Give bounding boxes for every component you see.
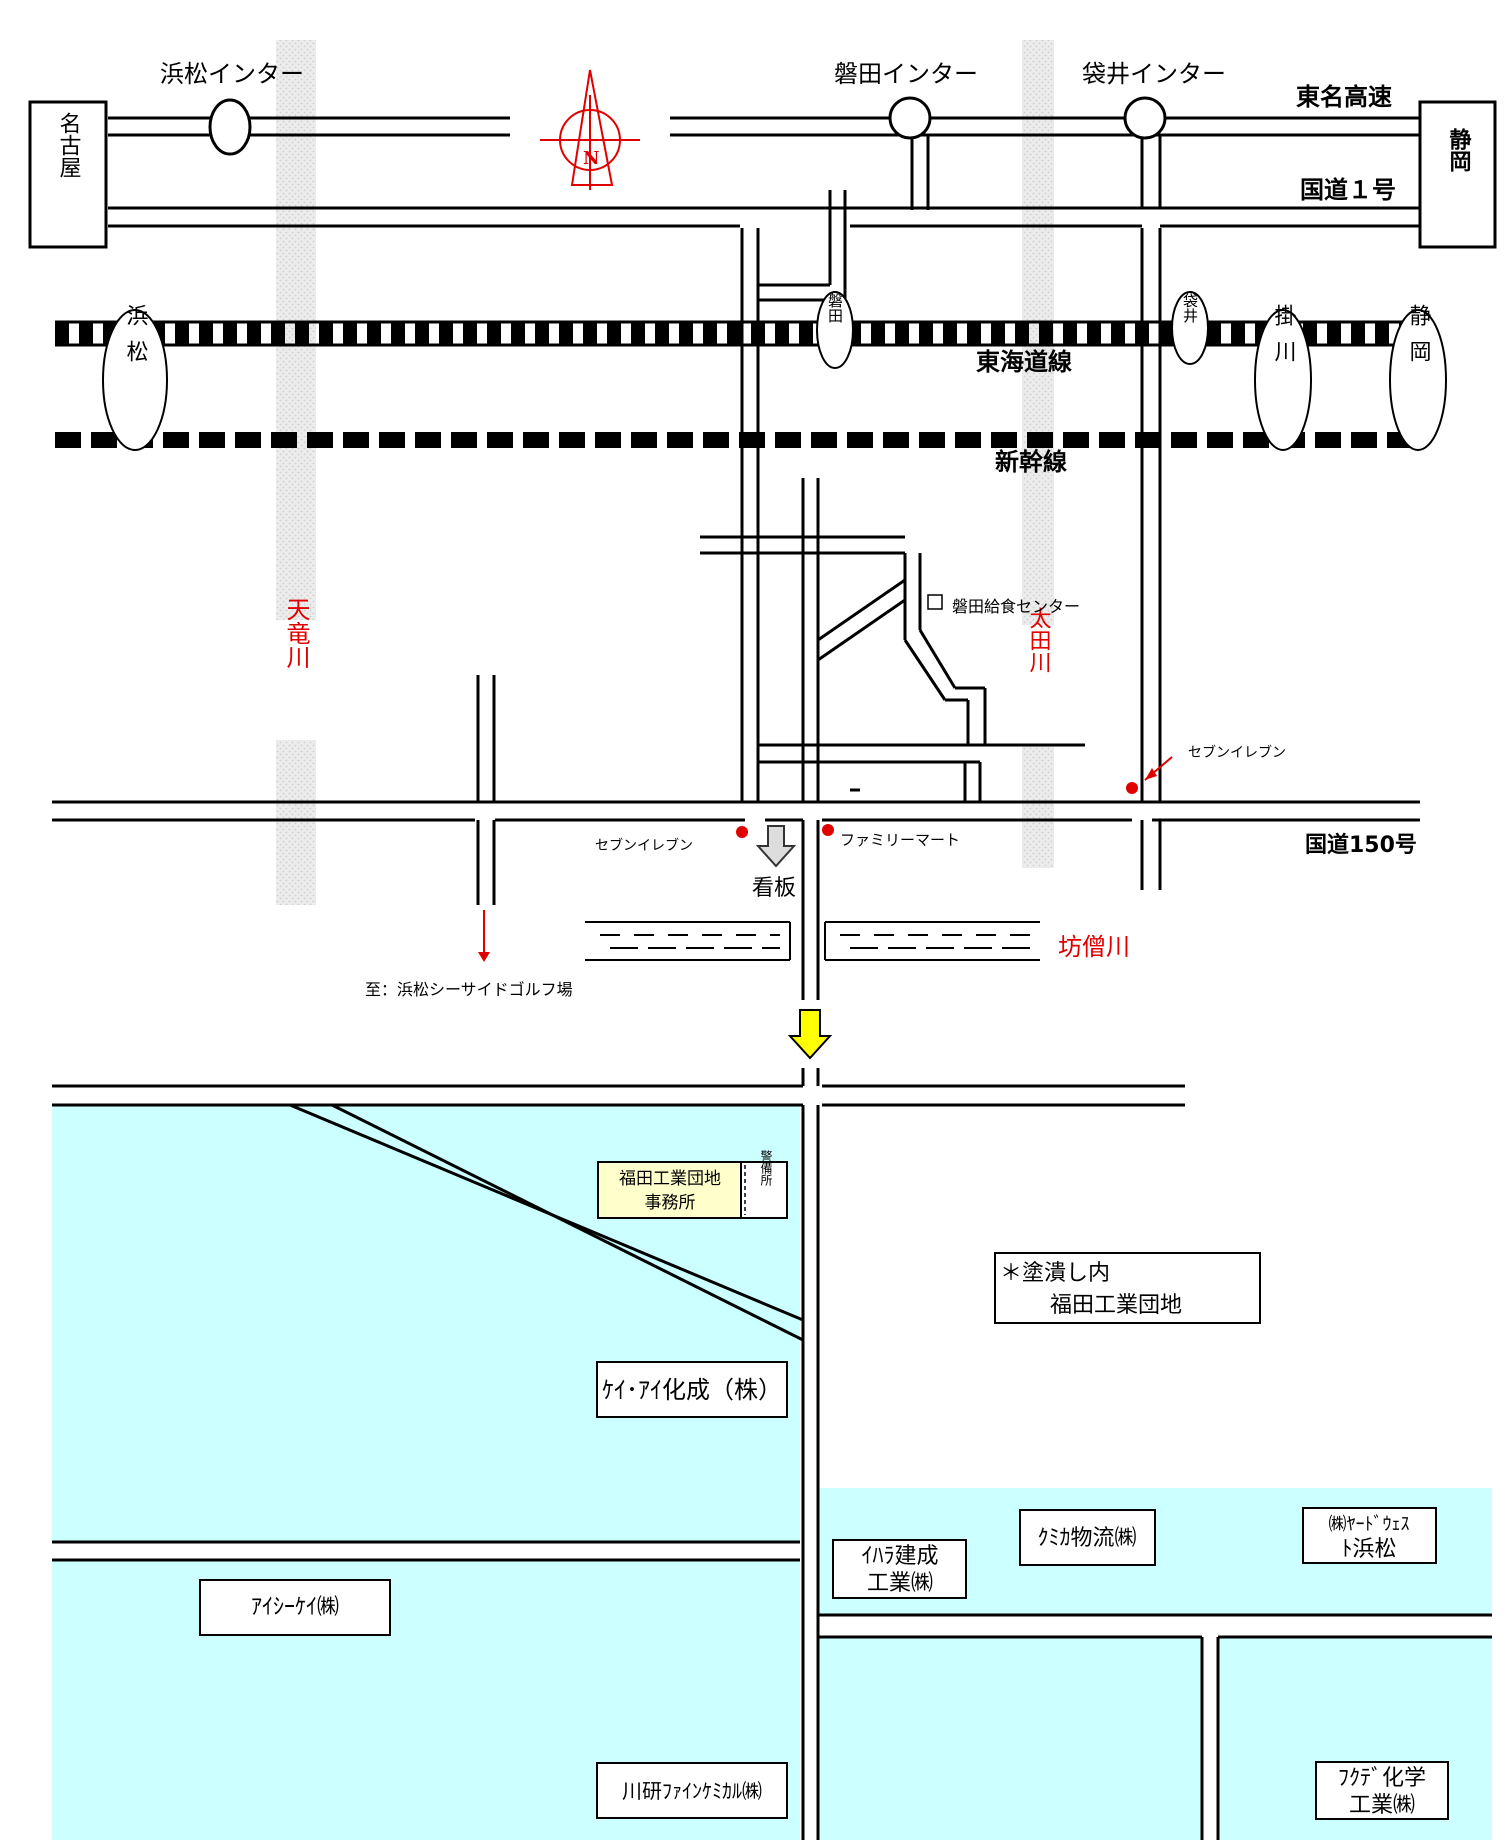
company-kumika-label: ｸﾐｶ物流㈱ [1037,1526,1136,1551]
hamamatsu-station-label: 浜松 [123,304,149,376]
tenryu-river [276,40,316,905]
guard-house-label: 警備所 [759,1149,773,1186]
estate-note-box: ＊塗潰し内 福田工業団地 [994,1252,1261,1324]
hamamatsu-ic-marker [208,98,252,156]
kanban-label: 看板 [752,876,796,901]
company-ihara-label-1: ｲﾊﾗ建成 [861,1544,938,1569]
seven-eleven-east-marker [1126,782,1138,794]
route150-label: 国道150号 [1305,832,1417,858]
estate-note-line2: 福田工業団地 [1050,1293,1182,1318]
company-fukude-box: ﾌｸﾃﾞ化学 工業㈱ [1315,1761,1449,1820]
hamamatsu-station-marker [102,309,168,451]
bosou-river [585,921,1040,961]
kakegawa-station-marker [1254,309,1312,451]
company-kai-label: ｹｲ･ｱｲ化成（株） [602,1376,782,1404]
tomei-label: 東名高速 [1296,83,1392,111]
company-ihara-box: ｲﾊﾗ建成 工業㈱ [832,1539,967,1599]
familymart-marker [822,824,834,836]
estate-area-bottom-mid [818,1637,1202,1840]
fukuroi-station-marker [1171,291,1209,365]
kanban-arrow-icon [755,825,797,868]
iwata-station-label: 磐田 [826,293,844,323]
seven-eleven-east-label: セブンイレブン [1188,744,1286,761]
nagoya-label: 名古屋 [56,112,82,178]
bosou-river-label: 坊僧川 [1058,933,1130,961]
estate-office: 福田工業団地 事務所 警備所 [597,1149,788,1219]
shizuoka-station-marker [1389,309,1447,451]
city-box-shizuoka: 静岡 [1418,100,1497,249]
iwata-ic-label: 磐田インター [834,60,978,88]
company-aisikei-label: ｱｲｼｰｹｲ㈱ [251,1595,339,1620]
hamamatsu-ic-label: 浜松インター [160,60,304,88]
route1-label: 国道１号 [1300,176,1396,204]
tokaido-line-label: 東海道線 [976,348,1072,376]
kyushoku-label: 磐田給食センター [952,597,1080,616]
shizuoka-station-label: 静岡 [1406,304,1432,376]
tokaido-line [55,320,1420,347]
company-kai-box: ｹｲ･ｱｲ化成（株） [596,1361,788,1418]
estate-note-line1: ＊塗潰し内 [1000,1261,1110,1286]
shizuoka-city-label: 静岡 [1446,127,1472,173]
familymart-label: ファミリーマート [840,831,960,849]
company-ihara-label-2: 工業㈱ [867,1571,933,1596]
fukuroi-station-label: 袋井 [1181,293,1199,324]
roads [52,116,1492,1840]
fukuroi-ic-label: 袋井インター [1082,60,1226,88]
seven-eleven-west-label: セブンイレブン [595,837,693,854]
north-compass-icon: N [540,69,640,190]
kyushoku-marker [927,594,943,610]
tenryu-river-label: 天竜川 [282,597,310,669]
seven-eleven-west-marker [736,826,748,838]
shinkansen-label: 新幹線 [995,448,1067,476]
ota-river-label: 太田川 [1026,607,1052,673]
golf-label: 至：浜松シーサイドゴルフ場 [365,980,573,999]
kakegawa-station-label: 掛川 [1271,304,1297,376]
city-box-nagoya: 名古屋 [28,100,108,249]
company-fukude-label-1: ﾌｸﾃﾞ化学 [1338,1766,1426,1791]
estate-direction-arrow-icon [787,1009,833,1060]
company-fukude-label-2: 工業㈱ [1349,1793,1415,1818]
rivers [272,40,1054,905]
company-yardwest-label-2: ﾄ浜松 [1341,1537,1396,1562]
company-kumika-box: ｸﾐｶ物流㈱ [1019,1509,1156,1566]
company-yardwest-box: ㈱ﾔｰﾄﾞｳｪｽ ﾄ浜松 [1302,1507,1437,1564]
compass-north-label: N [583,148,599,169]
company-aisikei-box: ｱｲｼｰｹｲ㈱ [199,1579,391,1636]
iwata-ic-marker [888,96,932,140]
company-kawaken-box: 川研ﾌｧｲﾝｹﾐｶﾙ㈱ [596,1762,788,1819]
estate-office-label-2: 事務所 [645,1193,696,1213]
iwata-station-marker [816,291,854,369]
fukuroi-ic-marker [1123,96,1167,140]
company-yardwest-label-1: ㈱ﾔｰﾄﾞｳｪｽ [1329,1514,1410,1535]
company-kawaken-label: 川研ﾌｧｲﾝｹﾐｶﾙ㈱ [622,1779,762,1803]
golf-direction-arrow-icon [478,952,490,962]
estate-office-label-1: 福田工業団地 [619,1169,721,1189]
